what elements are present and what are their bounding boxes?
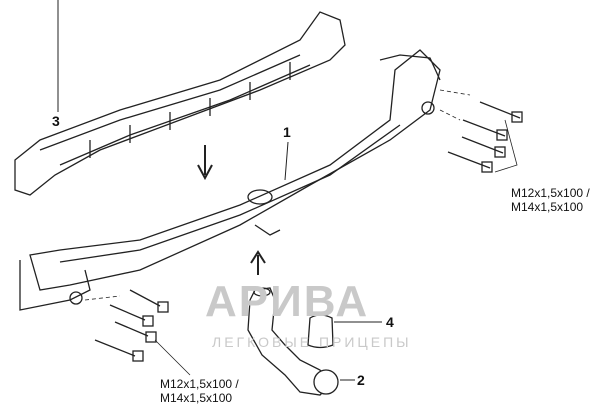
watermark-subtitle: ЛЕГКОВЫЕ ПРИЦЕПЫ (212, 334, 412, 350)
bolt-spec-left: M12x1,5x100 / M14x1,5x100 (160, 377, 239, 405)
bolts-left (84, 289, 191, 376)
bolt-spec-right: M12x1,5x100 / M14x1,5x100 (511, 186, 590, 214)
tow-bar-beam-part-1 (19, 49, 441, 311)
ball-neck-part-2 (247, 287, 339, 396)
bolt-spec-line: M14x1,5x100 (160, 391, 233, 405)
callout-2: 2 (357, 372, 365, 388)
bolt-spec-line: M14x1,5x100 (511, 200, 584, 214)
bolt-spec-line: M12x1,5x100 / (160, 377, 239, 391)
down-arrow-icon (197, 145, 213, 181)
bolts-right (439, 89, 523, 173)
bolt-spec-line: M12x1,5x100 / (511, 186, 590, 200)
callout-3: 3 (52, 113, 60, 129)
watermark-title: АРИВА (205, 277, 370, 326)
bumper-bracket-part-3 (14, 0, 346, 196)
callout-4: 4 (386, 314, 394, 330)
up-arrow-icon (250, 250, 266, 275)
ball-cap-part-4 (307, 314, 334, 349)
callout-1: 1 (283, 124, 291, 140)
